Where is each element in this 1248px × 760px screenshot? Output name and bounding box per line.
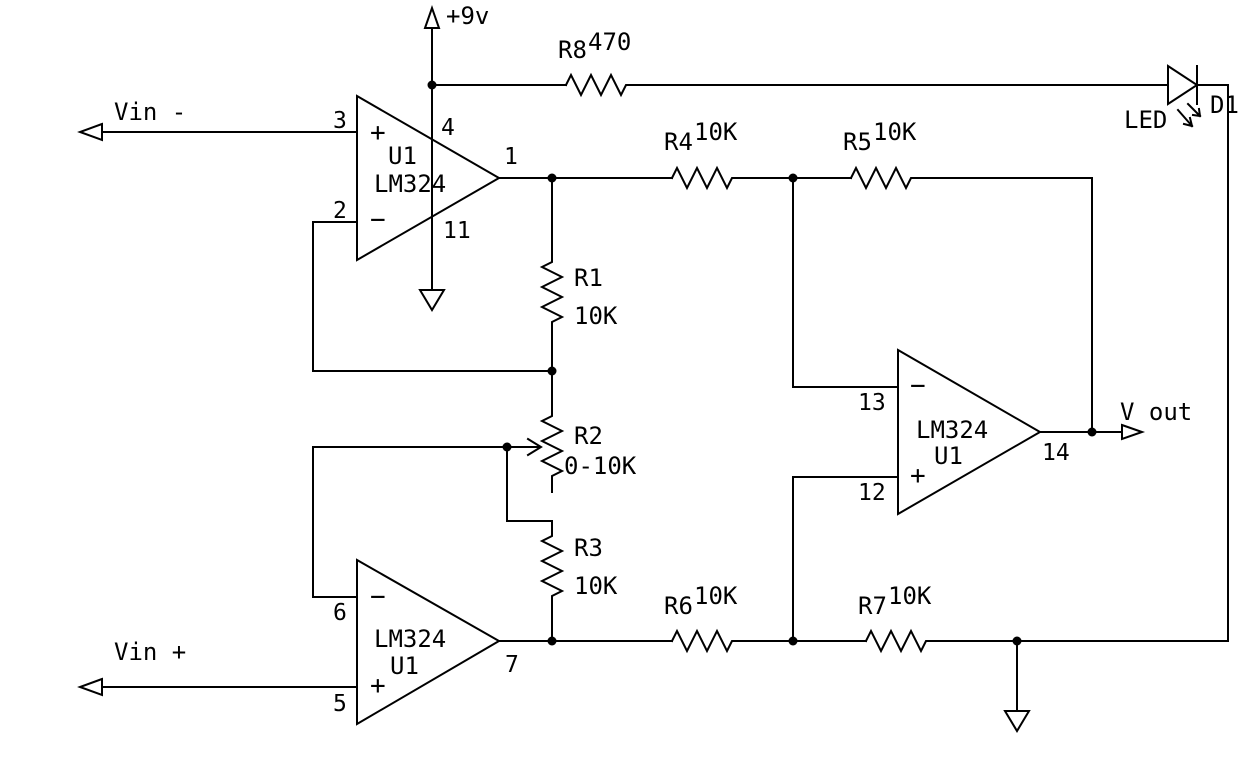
r7-ref: R7 [858, 592, 887, 620]
r4-zigzag [670, 165, 852, 191]
diff-noninv-wire [792, 476, 899, 642]
r5-zigzag [849, 165, 1093, 433]
vin-plus-label: Vin + [114, 638, 186, 666]
resistor-r7: R7 10K [858, 582, 1229, 654]
ground-icon [418, 289, 446, 312]
opamp-diff-part: LM324 [916, 416, 988, 444]
led-value: LED [1124, 106, 1167, 134]
r8-value: 470 [588, 28, 631, 56]
pin-label: 14 [1042, 440, 1070, 466]
led-triangle [1167, 64, 1199, 106]
opamp-top-triangle [356, 94, 501, 262]
r1-ref: R1 [574, 264, 603, 292]
led-ref: D1 [1210, 91, 1239, 119]
led-d1: LED D1 [1124, 64, 1239, 642]
resistor-r5: R5 10K [843, 118, 1093, 433]
opamp-top: + − U1 LM324 3 2 1 4 11 [333, 94, 518, 312]
r8-zigzag [564, 72, 1169, 98]
minus-sign: − [370, 582, 386, 612]
vout-label: V out [1120, 398, 1192, 426]
opamp-bottom: − + LM324 U1 6 5 7 [333, 558, 519, 726]
supply-label: +9v [446, 2, 489, 30]
bottom-feedback-wire [312, 446, 358, 598]
diff-inv-wire [792, 177, 899, 388]
resistor-r6: R6 10K [664, 582, 867, 654]
opamp-bottom-triangle [356, 558, 501, 726]
led-emission-arrow-icon [1186, 102, 1202, 118]
plus-sign: + [370, 118, 386, 148]
r6-ref: R6 [664, 592, 693, 620]
r1-value: 10K [574, 302, 618, 330]
pin-label: 7 [505, 652, 519, 678]
output-arrow-icon [1121, 423, 1146, 441]
input-arrow-icon [77, 677, 103, 697]
r5-value: 10K [873, 118, 917, 146]
pin-label: 4 [441, 115, 455, 141]
pin-label: 11 [443, 218, 471, 244]
r5-ref: R5 [843, 128, 872, 156]
pin-label: 2 [333, 198, 347, 224]
pin-label: 1 [504, 144, 518, 170]
pin-label: 13 [858, 390, 886, 416]
r6-value: 10K [694, 582, 738, 610]
minus-sign: − [910, 371, 926, 401]
opamp-top-part: LM324 [374, 170, 446, 198]
r7-zigzag [864, 628, 1229, 654]
opamp-diff-ref: U1 [934, 442, 963, 470]
ground-icon [1003, 710, 1031, 733]
resistor-r1: R1 10K [539, 177, 618, 372]
opamp-top-ref: U1 [388, 142, 417, 170]
r1-zigzag [539, 177, 565, 372]
r6-zigzag [670, 628, 867, 654]
opamp-bottom-ref: U1 [390, 652, 419, 680]
vin-plus-port: Vin + [77, 638, 358, 697]
resistor-r4: R4 10K [664, 118, 852, 191]
plus-sign: + [370, 671, 386, 701]
resistor-r3: R3 10K [539, 520, 618, 642]
minus-sign: − [370, 205, 386, 235]
input-arrow-icon [77, 122, 103, 142]
supply-rail: +9v [423, 2, 567, 291]
pin-label: 12 [858, 480, 886, 506]
opamp-diff-triangle [897, 348, 1042, 516]
r2-ref: R2 [574, 422, 603, 450]
opamp-bottom-part: LM324 [374, 625, 446, 653]
r3-value: 10K [574, 572, 618, 600]
top-feedback-wire [312, 221, 553, 372]
r8-ref: R8 [558, 36, 587, 64]
r4-ref: R4 [664, 128, 693, 156]
plus-sign: + [910, 461, 926, 491]
junction-dot [1087, 427, 1097, 437]
r3-zigzag [539, 520, 565, 642]
r2-zigzag [539, 370, 565, 493]
wiper-arrow-icon [526, 437, 543, 457]
opamp-diff: − + LM324 U1 13 12 14 [858, 348, 1070, 516]
supply-arrow-icon [423, 4, 441, 29]
vin-minus-label: Vin - [114, 98, 186, 126]
vin-minus-port: Vin - [77, 98, 358, 142]
r2-value: 0-10K [564, 452, 637, 480]
vout-port: V out [1039, 398, 1192, 441]
r4-value: 10K [694, 118, 738, 146]
led-return-wire [1196, 84, 1229, 642]
pin-label: 6 [333, 600, 347, 626]
r7-value: 10K [888, 582, 932, 610]
pin-label: 5 [333, 691, 347, 717]
pin-label: 3 [333, 108, 347, 134]
resistor-r8: R8 470 [558, 28, 1169, 98]
wiper-to-r3-wire [506, 446, 553, 522]
r3-ref: R3 [574, 534, 603, 562]
potentiometer-r2: R2 0-10K [312, 370, 637, 493]
led-emission-arrow-icon [1176, 108, 1194, 128]
